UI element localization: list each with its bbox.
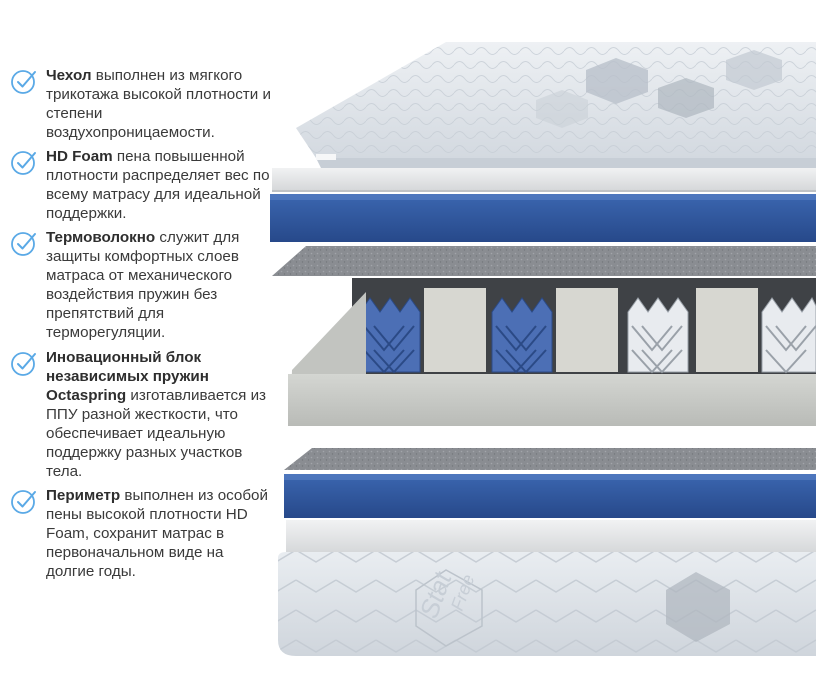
check-circle-icon [11,232,36,256]
felt-layer [272,246,816,276]
bottom-white-foam-layer [286,520,816,552]
spring-block [352,278,816,374]
bottom-blue-foam-layer [284,474,816,518]
feature-item-perimeter: Периметр выполнен из особой пены высокой… [10,486,272,581]
check-circle-icon [11,151,36,175]
perimeter-foam-layer [288,292,816,426]
feature-text: изготавливается из ППУ разной жесткости,… [46,387,267,480]
feature-title: Периметр [46,487,121,504]
cover-tag [316,154,336,160]
bottom-felt-layer [284,448,816,470]
hexagon-emblem [415,569,483,647]
feature-item-hd-foam: HD Foam пена повышенной плотности распре… [10,147,272,223]
feature-title: Термоволокно [46,229,156,246]
check-circle-icon [11,490,36,514]
cover-layer [296,42,816,170]
feature-item-thermofiber: Термоволокно служит для защиты комфортны… [10,228,272,342]
feature-item-spring-block: Иновационный блок независимых пружин Oct… [10,348,272,481]
check-circle-icon [11,352,36,376]
blue-foam-layer [270,194,816,242]
feature-title: Чехол [46,67,92,84]
feature-item-cover: Чехол выполнен из мягкого трикотажа высо… [10,66,272,142]
feature-title: HD Foam [46,148,113,165]
feature-list: Чехол выполнен из мягкого трикотажа высо… [10,66,272,581]
mattress-illustration: Stat Free [270,42,816,656]
feature-text: выполнен из особой пены высокой плотност… [46,487,268,580]
base-cover: Stat Free [278,552,816,656]
feature-text: выполнен из мягкого трикотажа высокой пл… [46,67,271,141]
feature-text: служит для защиты комфортных слоев матра… [46,229,240,341]
check-circle-icon [11,70,36,94]
white-foam-layer [272,168,816,192]
feature-text: пена повышенной плотности распределяет в… [46,148,270,222]
feature-title: Иновационный блок независимых пружин Oct… [46,349,209,404]
